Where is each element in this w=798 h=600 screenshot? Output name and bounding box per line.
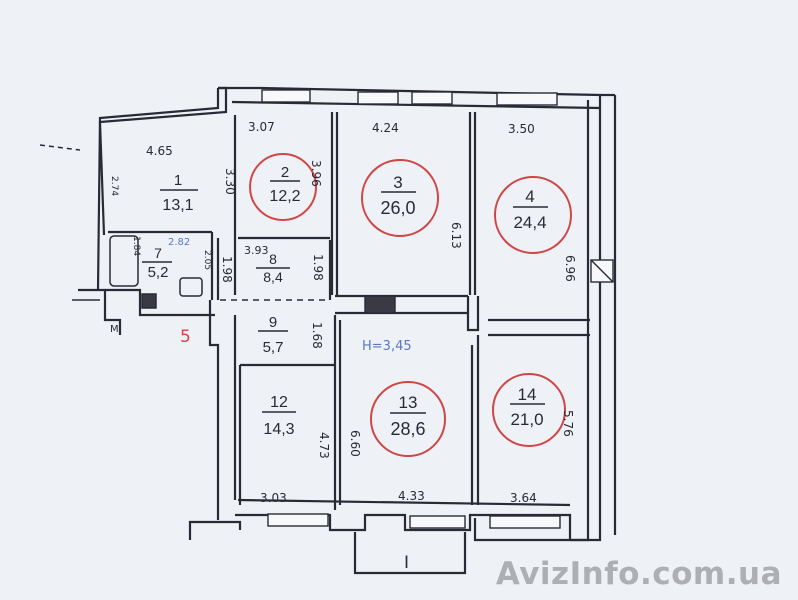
highlight-circles [249, 153, 572, 457]
dim-label: 1.68 [310, 322, 324, 349]
room-area: 24,4 [513, 213, 546, 232]
dim-label: 6.96 [563, 255, 577, 282]
dim-label: 6.60 [348, 430, 362, 457]
dim-label: 1.84 [131, 236, 141, 256]
room-number: 14 [518, 385, 537, 404]
room-area: 5,7 [263, 339, 284, 356]
room-12: 12 14,3 [263, 394, 294, 438]
room-number: 2 [281, 164, 289, 181]
circle-room-13 [370, 381, 446, 457]
stair-mark: I [404, 553, 409, 573]
dim-label: 4.73 [317, 432, 331, 459]
dim-label: 4.65 [146, 144, 173, 158]
room-number: 4 [525, 187, 534, 206]
dim-label: 5.76 [561, 410, 575, 437]
fraction-bars [142, 180, 548, 414]
dim-label: 4.33 [398, 489, 425, 503]
room-number: 7 [154, 245, 162, 261]
dim-label: 3.93 [244, 244, 269, 257]
walls [78, 86, 617, 575]
dim-label: 1.98 [220, 256, 234, 283]
dim-label: 3.07 [248, 120, 275, 134]
dim-label: 3.96 [309, 160, 323, 187]
watermark: AvizInfo.com.ua [495, 556, 782, 592]
section-mark: 5 [180, 327, 191, 347]
circle-room-4 [494, 176, 572, 254]
room-2: 2 12,2 [269, 164, 300, 205]
circle-room-14 [492, 373, 566, 447]
room-area: 26,0 [380, 198, 415, 218]
dim-label: 1.98 [311, 254, 325, 281]
small-mark: M [110, 324, 119, 335]
room-number: 1 [174, 172, 182, 189]
circle-room-3 [361, 159, 439, 237]
room-3: 3 26,0 [380, 173, 415, 218]
room-number: 8 [269, 251, 277, 267]
dim-label: 2.05 [202, 250, 212, 270]
room-7: 7 5,2 [148, 245, 169, 281]
circle-room-2 [249, 153, 317, 221]
room-area: 21,0 [510, 410, 543, 429]
room-9: 9 5,7 [263, 314, 284, 356]
dim-label: 3.50 [508, 122, 535, 136]
room-1: 1 13,1 [162, 172, 193, 214]
room-14: 14 21,0 [510, 385, 543, 429]
room-area: 12,2 [269, 188, 300, 205]
room-number: 12 [270, 394, 288, 411]
room-number: 13 [399, 393, 418, 412]
dim-label: 4.24 [372, 121, 399, 135]
room-number: 3 [393, 173, 402, 192]
room-area: 28,6 [390, 419, 425, 439]
room-4: 4 24,4 [513, 187, 546, 232]
dim-label: 2.82 [168, 237, 190, 248]
ceiling-height-note: H=3,45 [362, 339, 412, 354]
fixtures [39, 144, 330, 309]
windows [261, 89, 614, 529]
room-number: 9 [269, 314, 277, 331]
room-area: 14,3 [263, 421, 294, 438]
room-area: 8,4 [263, 269, 283, 285]
dim-label: 3.03 [260, 491, 287, 505]
room-area: 13,1 [162, 197, 193, 214]
dimensions: 4.65 3.07 4.24 3.50 3.30 3.96 6.13 6.96 … [109, 120, 577, 505]
room-13: 13 28,6 [390, 393, 425, 439]
room-8: 8 8,4 [263, 251, 283, 285]
dim-label: 6.13 [449, 222, 463, 249]
dim-label: 3.30 [223, 168, 237, 195]
dim-label: 3.64 [510, 491, 537, 505]
dim-label: 2.74 [109, 176, 119, 196]
room-area: 5,2 [148, 264, 169, 281]
